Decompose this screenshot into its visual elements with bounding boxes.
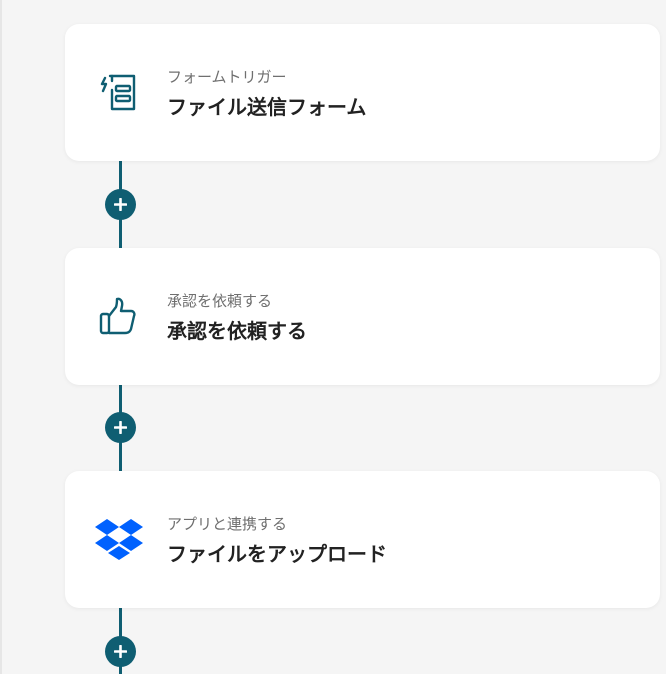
flow-step-file-upload[interactable]: アプリと連携する ファイルをアップロード [65,471,660,608]
step-title: 承認を依頼する [167,319,307,343]
step-title: ファイル送信フォーム [167,95,367,119]
step-category-label: 承認を依頼する [167,292,273,310]
flow-step-approval-request[interactable]: 承認を依頼する 承認を依頼する [65,248,660,385]
add-step-button-2[interactable] [105,412,136,443]
dropbox-icon [95,515,143,563]
step-title: ファイルをアップロード [167,542,387,566]
thumbs-up-icon [95,292,143,340]
plus-icon [114,645,127,658]
add-step-button-1[interactable] [105,189,136,220]
plus-icon [114,421,127,434]
canvas-left-border [0,0,2,674]
form-trigger-icon [95,68,143,116]
plus-icon [114,198,127,211]
flow-step-form-trigger[interactable]: フォームトリガー ファイル送信フォーム [65,24,660,161]
step-category-label: フォームトリガー [167,68,287,86]
add-step-button-3[interactable] [105,636,136,667]
step-category-label: アプリと連携する [167,515,288,533]
